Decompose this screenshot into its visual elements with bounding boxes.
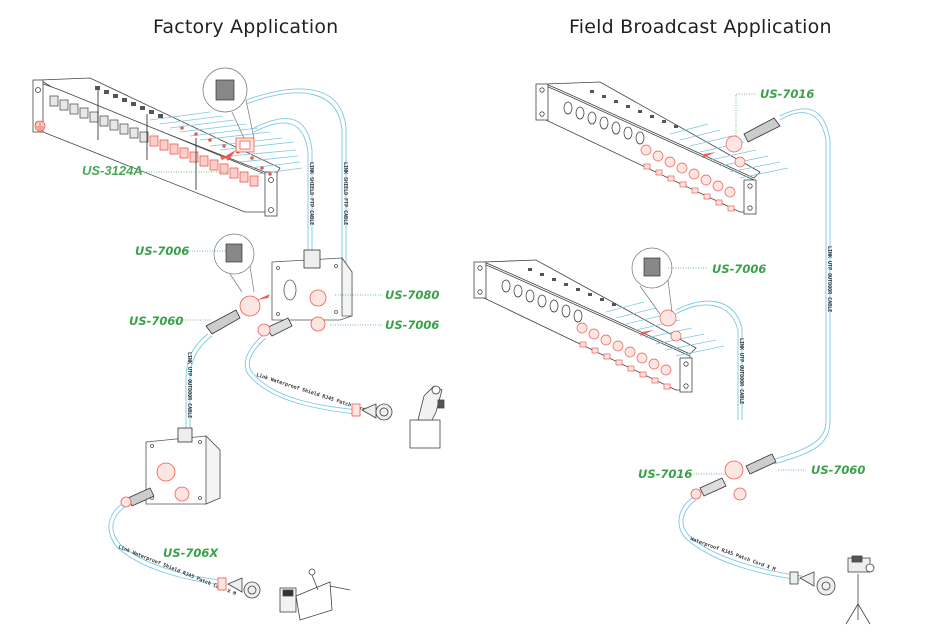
label-us-7080: US-7080 xyxy=(385,288,440,302)
patch-panel-rear-cables xyxy=(149,111,303,175)
cable-label-patch-cord-field: Waterproof RJ45 Patch Cord X M xyxy=(689,536,776,573)
label-us-7016-panel: US-7016 xyxy=(760,87,815,101)
junction-box xyxy=(271,249,353,321)
patch-panel xyxy=(32,77,281,217)
shielded-ftp-cables xyxy=(245,88,347,275)
industrial-machine-icon xyxy=(279,568,351,621)
dust-cap-icon-3 xyxy=(733,487,747,501)
cable-label-outdoor-long: LINK UTP OUTDOOR CABLE xyxy=(826,246,832,312)
label-us-7060-field: US-7060 xyxy=(811,463,866,477)
rj45-connector-icon-5 xyxy=(745,453,777,475)
label-us-7006-keystone: US-7006 xyxy=(135,244,190,258)
rack-panel-top-cables xyxy=(669,123,789,179)
label-us-706x: US-706X xyxy=(163,546,219,560)
box-jack-icon-2 xyxy=(156,462,176,482)
waterproof-plug-icon-3 xyxy=(789,571,836,596)
rack-panel-bottom-jacks xyxy=(576,309,682,390)
waterproof-plug-icon-2 xyxy=(217,577,261,599)
rj45-connector-icon-3 xyxy=(120,487,155,508)
insert-arrow-icon xyxy=(640,330,654,336)
junction-box-2 xyxy=(145,427,221,505)
label-us-3124a: US-3124A xyxy=(82,163,143,178)
label-us-7016-field: US-7016 xyxy=(638,467,693,481)
label-us-7060: US-7060 xyxy=(129,314,184,328)
cable-label-outdoor-short: LINK UTP OUTDOOR CABLE xyxy=(738,338,744,404)
label-us-7006-panel: US-7006 xyxy=(712,262,767,276)
robot-arm-icon xyxy=(409,385,445,449)
field-patch-cord xyxy=(678,497,803,581)
insert-arrow-icon xyxy=(702,152,716,158)
ground-symbol-icon xyxy=(34,120,46,132)
outdoor-cable-long xyxy=(771,108,831,465)
field-broadcast-application-title: Field Broadcast Application xyxy=(569,16,832,38)
factory-application-title: Factory Application xyxy=(153,16,339,38)
rj45-connector-icon xyxy=(205,309,241,335)
camera-tripod-icon xyxy=(845,555,875,625)
dust-cap-icon xyxy=(310,316,326,332)
rack-panel-top-jacks xyxy=(640,135,746,212)
rj45-connector-icon-2 xyxy=(257,317,293,337)
cable-label-shielded-1: LINK SHIELD FTP CABLE xyxy=(308,162,314,225)
rj45-connector-icon-4 xyxy=(743,117,781,143)
waterproof-plug-icon xyxy=(351,403,393,421)
insert-arrow-icon xyxy=(257,294,270,300)
cable-label-shielded-2: LINK SHIELD FTP CABLE xyxy=(342,162,348,225)
dust-cap-icon-2 xyxy=(174,486,190,502)
panel-jack-icon xyxy=(239,295,261,317)
rj45-connector-icon-6 xyxy=(690,477,727,500)
keystone-magnifier xyxy=(202,67,255,139)
outdoor-cable-short xyxy=(675,300,743,420)
box-jack-icon xyxy=(309,289,327,307)
field-jack-icon xyxy=(724,460,744,480)
label-us-7006-box: US-7006 xyxy=(385,318,440,332)
insert-arrow-icon xyxy=(220,150,236,161)
keystone-magnifier-2 xyxy=(213,233,255,293)
keystone-magnifier-3 xyxy=(631,247,673,315)
cable-label-outdoor: LINK UTP OUTDOOR CABLE xyxy=(186,352,192,418)
keystone-jack-icon xyxy=(235,137,255,153)
